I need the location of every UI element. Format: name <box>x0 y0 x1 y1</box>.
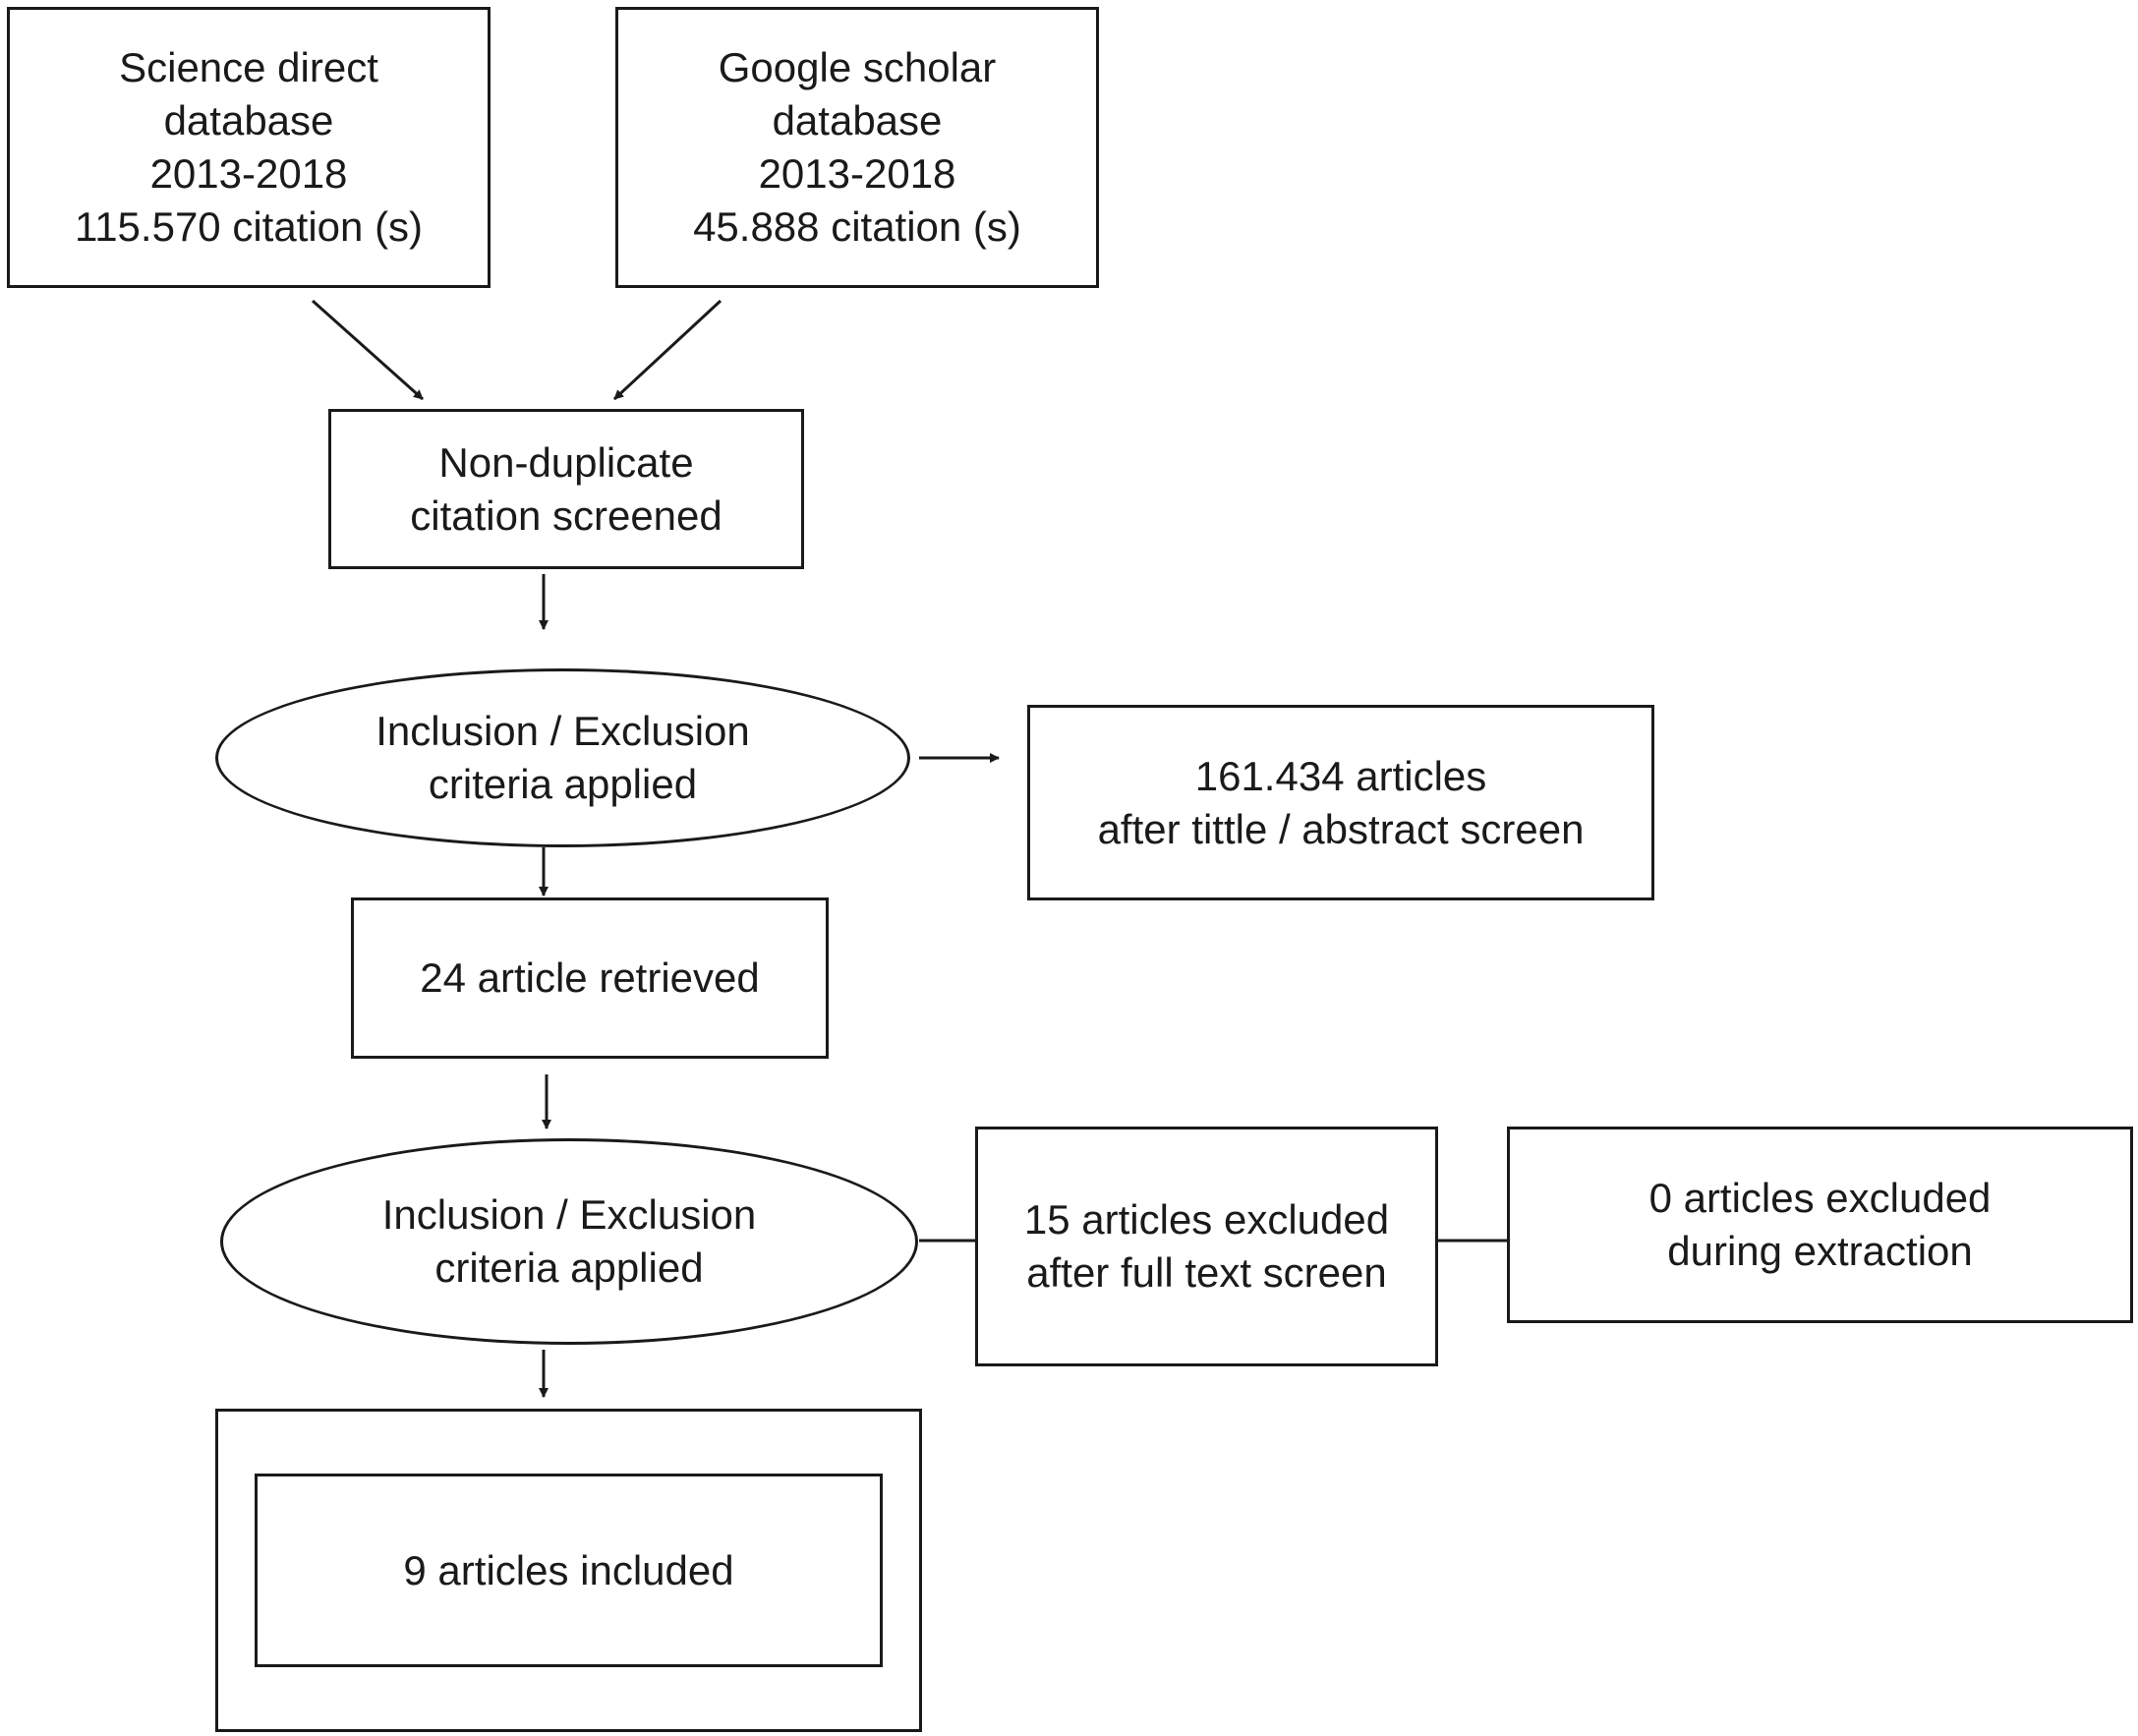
node-line: 9 articles included <box>403 1546 734 1593</box>
node-line: 45.888 citation (s) <box>693 203 1021 250</box>
node-line: citation screened <box>410 492 722 539</box>
node-criteria-applied-2: Inclusion / Exclusion criteria applied <box>220 1138 918 1345</box>
node-line: Google scholar <box>718 44 997 90</box>
node-after-title-abstract: 161.434 articles after tittle / abstract… <box>1027 705 1654 900</box>
arrow-google-scholar-to-non-duplicate <box>612 299 722 401</box>
node-line: criteria applied <box>434 1244 704 1291</box>
arrow-science-direct-to-non-duplicate <box>312 299 424 401</box>
node-line: database <box>163 97 334 144</box>
node-google-scholar: Google scholar database 2013-2018 45.888… <box>615 7 1099 288</box>
node-excluded-full-text: 15 articles excluded after full text scr… <box>975 1127 1438 1366</box>
node-included-outer: 9 articles included <box>215 1409 922 1732</box>
node-excluded-extraction: 0 articles excluded during extraction <box>1507 1127 2133 1323</box>
node-line: database <box>772 97 943 144</box>
node-line: 24 article retrieved <box>420 955 760 1001</box>
node-line: 2013-2018 <box>149 150 348 197</box>
node-line: criteria applied <box>428 761 698 807</box>
node-line: after full text screen <box>1026 1249 1387 1296</box>
node-line: Inclusion / Exclusion <box>376 708 750 754</box>
node-line: Inclusion / Exclusion <box>381 1191 757 1238</box>
node-science-direct: Science direct database 2013-2018 115.57… <box>7 7 491 288</box>
node-line: 2013-2018 <box>758 150 956 197</box>
node-line: 0 articles excluded <box>1648 1175 1992 1221</box>
node-line: Science direct <box>119 44 378 90</box>
node-line: 115.570 citation (s) <box>74 203 424 250</box>
node-criteria-applied-1: Inclusion / Exclusion criteria applied <box>215 668 910 847</box>
node-line: 161.434 articles <box>1194 752 1487 799</box>
node-line: during extraction <box>1667 1228 1973 1274</box>
node-included-inner: 9 articles included <box>255 1474 883 1667</box>
node-line: 15 articles excluded <box>1023 1196 1390 1243</box>
node-line: Non-duplicate <box>438 438 694 486</box>
node-retrieved: 24 article retrieved <box>351 897 829 1059</box>
node-non-duplicate: Non-duplicate citation screened <box>328 409 804 569</box>
node-line: after tittle / abstract screen <box>1097 805 1585 852</box>
